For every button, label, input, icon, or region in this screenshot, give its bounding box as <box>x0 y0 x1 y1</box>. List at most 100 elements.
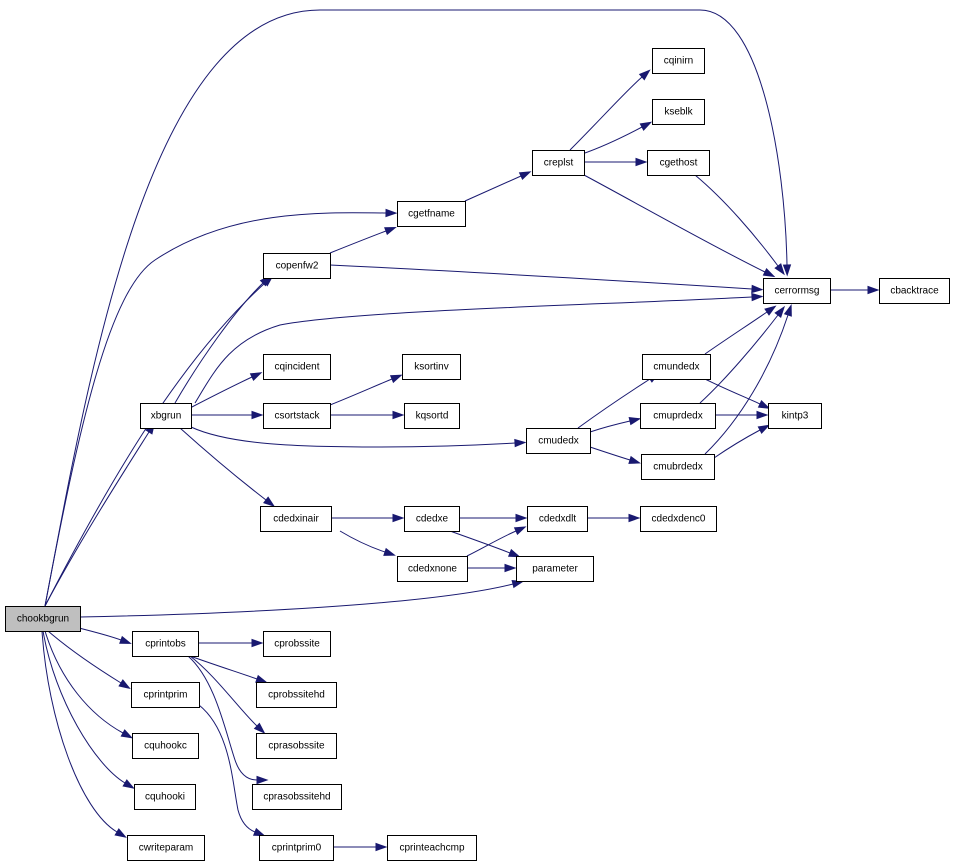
edge-chookbgrun-to-cwriteparam <box>41 630 127 838</box>
node-kseblk[interactable]: kseblk <box>652 99 705 125</box>
node-cquhooki[interactable]: cquhooki <box>134 784 196 810</box>
node-label: cdedxe <box>416 514 449 525</box>
edge-cmuprdedx-to-kintp3 <box>715 410 769 420</box>
edge-cmubrdedx-to-cerrormsg <box>704 304 792 455</box>
node-label: cdedxdenc0 <box>652 514 706 525</box>
edge-chookbgrun-to-cquhooki <box>42 630 135 789</box>
node-cqincident[interactable]: cqincident <box>263 354 331 380</box>
node-cdedxdlt[interactable]: cdedxdlt <box>527 506 588 532</box>
node-cdedxe[interactable]: cdedxe <box>404 506 460 532</box>
node-cqinirn[interactable]: cqinirn <box>652 48 705 74</box>
edge-cdedxnone-to-cdedxdlt <box>466 526 527 557</box>
node-label: cdedxinair <box>273 514 319 525</box>
edge-cprintprim0-to-cprinteachcmp <box>333 842 388 852</box>
node-ksortinv[interactable]: ksortinv <box>402 354 461 380</box>
node-cprintobs[interactable]: cprintobs <box>132 631 199 657</box>
node-label: cqincident <box>274 362 319 373</box>
node-cprintprim[interactable]: cprintprim <box>131 682 200 708</box>
node-label: cgethost <box>660 158 698 169</box>
node-creplst[interactable]: creplst <box>532 150 585 176</box>
node-cprobssite[interactable]: cprobssite <box>263 631 331 657</box>
node-xbgrun[interactable]: xbgrun <box>140 403 192 429</box>
edge-cmubrdedx-to-kintp3 <box>713 424 771 459</box>
node-cgetfname[interactable]: cgetfname <box>397 201 466 227</box>
node-cquhookc[interactable]: cquhookc <box>132 733 199 759</box>
node-parameter[interactable]: parameter <box>516 556 594 582</box>
node-cgethost[interactable]: cgethost <box>647 150 710 176</box>
node-label: cprinteachcmp <box>399 843 464 854</box>
node-kintp3[interactable]: kintp3 <box>768 403 822 429</box>
edge-cgetfname-to-creplst <box>464 171 532 202</box>
edge-cprintobs-to-cprasobssite <box>189 655 266 734</box>
node-label: csortstack <box>274 411 320 422</box>
node-label: kqsortd <box>416 411 449 422</box>
edge-xbgrun-to-cdedxinair <box>179 427 276 508</box>
node-cerrormsg[interactable]: cerrormsg <box>763 278 831 304</box>
edge-cdedxdlt-to-cdedxdenc0 <box>587 513 641 523</box>
edge-copenfw2-to-cerrormsg <box>329 264 764 294</box>
edge-cdedxinair-to-cdedxe <box>331 513 405 523</box>
edge-creplst-to-kseblk <box>581 121 653 155</box>
node-cprobssitehd[interactable]: cprobssitehd <box>256 682 337 708</box>
node-cbacktrace[interactable]: cbacktrace <box>879 278 950 304</box>
node-cmubrdedx[interactable]: cmubrdedx <box>641 454 715 480</box>
edge-creplst-to-cqinirn <box>569 69 651 151</box>
edge-chookbgrun-to-cprintprim <box>47 630 131 690</box>
edge-cmudedx-to-cmubrdedx <box>589 446 642 464</box>
node-label: cerrormsg <box>774 286 819 297</box>
node-label: cprobssitehd <box>268 690 325 701</box>
node-cprinteachcmp[interactable]: cprinteachcmp <box>387 835 477 861</box>
node-copenfw2[interactable]: copenfw2 <box>263 253 331 279</box>
node-cdedxinair[interactable]: cdedxinair <box>260 506 332 532</box>
node-csortstack[interactable]: csortstack <box>263 403 331 429</box>
node-cmudedx[interactable]: cmudedx <box>526 428 591 454</box>
edge-xbgrun-to-cerrormsg <box>194 292 764 404</box>
edges-layer <box>41 9 880 852</box>
node-label: cdedxdlt <box>539 514 576 525</box>
node-label: copenfw2 <box>276 261 319 272</box>
edge-csortstack-to-ksortinv <box>329 374 403 406</box>
node-label: cquhooki <box>145 792 185 803</box>
node-label: ksortinv <box>414 362 448 373</box>
node-label: parameter <box>532 564 578 575</box>
edge-chookbgrun-to-cerrormsg <box>44 9 792 607</box>
node-cwriteparam[interactable]: cwriteparam <box>127 835 205 861</box>
edge-cprintprim-to-cprintprim0 <box>198 704 266 837</box>
node-label: cwriteparam <box>139 843 193 854</box>
node-cmundedx[interactable]: cmundedx <box>642 354 711 380</box>
edge-xbgrun-to-cqincident <box>189 372 263 409</box>
edge-cprintobs-to-cprobssitehd <box>189 655 268 683</box>
edge-chookbgrun-to-cquhookc <box>44 630 134 739</box>
node-label: cprobssite <box>274 639 320 650</box>
node-label: cbacktrace <box>890 286 939 297</box>
node-cprintprim0[interactable]: cprintprim0 <box>259 835 334 861</box>
node-cdedxnone[interactable]: cdedxnone <box>397 556 468 582</box>
edge-cmundedx-to-cerrormsg <box>704 305 777 355</box>
node-label: cprintobs <box>145 639 186 650</box>
edge-cdedxe-to-cdedxdlt <box>459 513 528 523</box>
edge-cdedxinair-to-cdedxnone <box>339 530 396 556</box>
edge-creplst-to-cgethost <box>584 157 648 167</box>
node-label: chookbgrun <box>17 614 69 625</box>
edge-chookbgrun-to-parameter <box>79 580 525 618</box>
node-label: cmuprdedx <box>653 411 702 422</box>
node-label: cprintprim <box>144 690 188 701</box>
node-label: kintp3 <box>782 411 809 422</box>
node-cprasobssite[interactable]: cprasobssite <box>256 733 337 759</box>
edge-cgethost-to-cerrormsg <box>694 174 785 276</box>
node-chookbgrun[interactable]: chookbgrun <box>5 606 81 632</box>
edge-cmudedx-to-cmuprdedx <box>589 417 642 433</box>
edge-chookbgrun-to-xbgrun <box>44 422 156 607</box>
edge-chookbgrun-to-cprintobs <box>74 626 132 644</box>
node-cmuprdedx[interactable]: cmuprdedx <box>640 403 716 429</box>
node-cprasobssitehd[interactable]: cprasobssitehd <box>252 784 342 810</box>
node-cdedxdenc0[interactable]: cdedxdenc0 <box>640 506 717 532</box>
node-label: cgetfname <box>408 209 455 220</box>
edge-cprintobs-to-cprobssite <box>198 638 264 648</box>
node-kqsortd[interactable]: kqsortd <box>404 403 460 429</box>
edge-copenfw2-to-cgetfname <box>329 226 397 254</box>
edge-xbgrun-to-csortstack <box>191 410 264 420</box>
node-label: cdedxnone <box>408 564 457 575</box>
node-label: cprasobssitehd <box>263 792 330 803</box>
